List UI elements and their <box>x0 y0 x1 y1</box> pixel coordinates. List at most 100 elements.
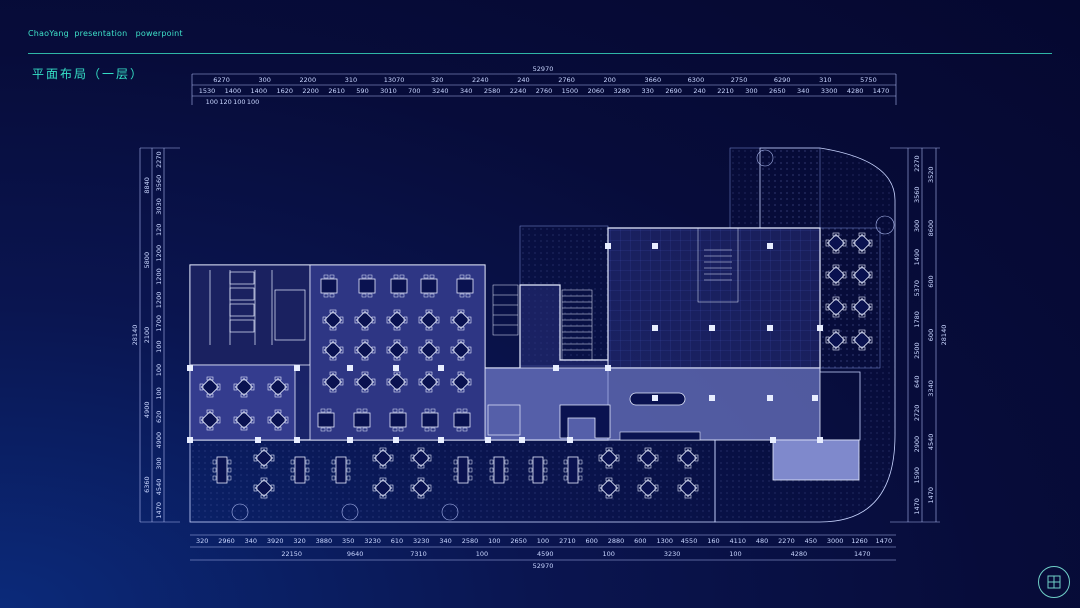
right-dimension-label: 2720 <box>913 405 921 422</box>
top-dimension-label: 6270 <box>213 76 230 84</box>
left-dimension-label: 300 <box>155 457 163 469</box>
top-dimension-label: 3280 <box>614 87 631 95</box>
top-dimension-label: 100 <box>247 98 259 106</box>
bottom-dimension-label: 100 <box>602 550 614 558</box>
top-dimension-label: 120 <box>219 98 231 106</box>
left-dimension-label: 100 <box>155 364 163 376</box>
bottom-total-dimension: 52970 <box>533 562 554 570</box>
top-dimension-label: 2690 <box>665 87 682 95</box>
top-dimension-label: 2580 <box>484 87 501 95</box>
top-dimension-label: 4280 <box>847 87 864 95</box>
top-dimension-label: 2610 <box>328 87 345 95</box>
left-dimension-label: 2100 <box>143 327 151 344</box>
bottom-dimension-label: 2960 <box>218 537 235 545</box>
bottom-dimension-label: 480 <box>756 537 768 545</box>
left-dimension-label: 3030 <box>155 198 163 215</box>
right-dimension-label: 3560 <box>913 186 921 203</box>
left-dimension-label: 1200 <box>155 245 163 262</box>
right-dimension-label: 600 <box>927 275 935 287</box>
bottom-dimension-label: 7310 <box>410 550 427 558</box>
bottom-dimension-label: 3230 <box>664 550 681 558</box>
right-dimension-label: 2500 <box>913 342 921 359</box>
right-dimension-label: 2900 <box>913 436 921 453</box>
top-dimension-label: 13070 <box>384 76 405 84</box>
top-dimension-label: 2210 <box>717 87 734 95</box>
top-dimension-label: 3300 <box>821 87 838 95</box>
header-brand: ChaoYang presentation powerpoint <box>28 29 183 38</box>
bottom-dimension-label: 340 <box>439 537 451 545</box>
left-dimension-label: 1200 <box>155 292 163 309</box>
right-dimension-label: 3340 <box>927 380 935 397</box>
left-dimension-label: 1700 <box>155 315 163 332</box>
bottom-dimension-label: 600 <box>634 537 646 545</box>
top-dimension-label: 700 <box>408 87 420 95</box>
right-dimension-label: 1780 <box>913 311 921 328</box>
bottom-dimension-label: 1470 <box>854 550 871 558</box>
top-dimension-label: 2650 <box>769 87 786 95</box>
bottom-dimension-label: 1300 <box>656 537 673 545</box>
bottom-dimension-label: 100 <box>729 550 741 558</box>
left-dimension-label: 100 <box>155 340 163 352</box>
top-dimension-label: 2200 <box>300 76 317 84</box>
top-dimension-label: 100 <box>233 98 245 106</box>
bottom-dimension-label: 1470 <box>876 537 893 545</box>
bottom-dimension-label: 3880 <box>316 537 333 545</box>
left-dimension-label: 8840 <box>143 177 151 194</box>
bottom-dimension-label: 1260 <box>851 537 868 545</box>
bottom-dimension-label: 450 <box>805 537 817 545</box>
top-dimension-label: 1470 <box>873 87 890 95</box>
top-dimension-label: 2760 <box>558 76 575 84</box>
top-dimension-label: 2240 <box>510 87 527 95</box>
bottom-dimension-label: 340 <box>245 537 257 545</box>
bottom-dimension-label: 2270 <box>778 537 795 545</box>
bottom-dimension-label: 320 <box>293 537 305 545</box>
bottom-dimension-label: 2710 <box>559 537 576 545</box>
top-total-dimension: 52970 <box>533 65 554 73</box>
left-dimension-label: 4900 <box>155 432 163 449</box>
bottom-dimension-label: 2580 <box>462 537 479 545</box>
top-dimension-label: 1500 <box>562 87 579 95</box>
right-dimension-label: 8600 <box>927 220 935 237</box>
top-dimension-label: 2760 <box>536 87 553 95</box>
bottom-dimension-label: 3230 <box>413 537 430 545</box>
bottom-dimension-label: 9640 <box>347 550 364 558</box>
bottom-dimension-label: 100 <box>488 537 500 545</box>
left-dimension-label: 620 <box>155 411 163 423</box>
top-dimension-label: 590 <box>356 87 368 95</box>
right-dimension-label: 300 <box>913 220 921 232</box>
top-dimension-label: 1400 <box>251 87 268 95</box>
left-dimension-label: 4540 <box>155 479 163 496</box>
top-dimension-label: 340 <box>460 87 472 95</box>
top-dimension-label: 1400 <box>225 87 242 95</box>
bottom-dimension-label: 3920 <box>267 537 284 545</box>
top-dimension-label: 100 <box>206 98 218 106</box>
top-dimension-label: 310 <box>345 76 357 84</box>
right-dimension-label: 28140 <box>940 325 948 346</box>
top-dimension-label: 6290 <box>774 76 791 84</box>
right-dimension-label: 1590 <box>913 467 921 484</box>
left-dimension-label: 5800 <box>143 252 151 269</box>
bottom-dimension-label: 3230 <box>364 537 381 545</box>
left-dimension-label: 2270 <box>155 151 163 168</box>
top-dimension-label: 5750 <box>860 76 877 84</box>
right-dimension-label: 2270 <box>913 155 921 172</box>
top-dimension-label: 1530 <box>199 87 216 95</box>
top-dimension-label: 300 <box>258 76 270 84</box>
top-dimension-label: 2750 <box>731 76 748 84</box>
top-dimension-label: 340 <box>797 87 809 95</box>
left-dimension-label: 100 <box>155 387 163 399</box>
bottom-dimension-label: 100 <box>476 550 488 558</box>
right-dimension-label: 1490 <box>913 249 921 266</box>
right-dimension-label: 4540 <box>927 434 935 451</box>
bottom-dimension-label: 2650 <box>510 537 527 545</box>
bottom-dimension-label: 4550 <box>681 537 698 545</box>
top-dimension-label: 310 <box>819 76 831 84</box>
bottom-dimension-label: 100 <box>537 537 549 545</box>
bottom-dimension-label: 22150 <box>281 550 302 558</box>
bottom-dimension-label: 3000 <box>827 537 844 545</box>
bottom-dimension-label: 4590 <box>537 550 554 558</box>
bottom-dimension-label: 4110 <box>729 537 746 545</box>
bottom-dimension-label: 350 <box>342 537 354 545</box>
top-dimension-label: 330 <box>641 87 653 95</box>
